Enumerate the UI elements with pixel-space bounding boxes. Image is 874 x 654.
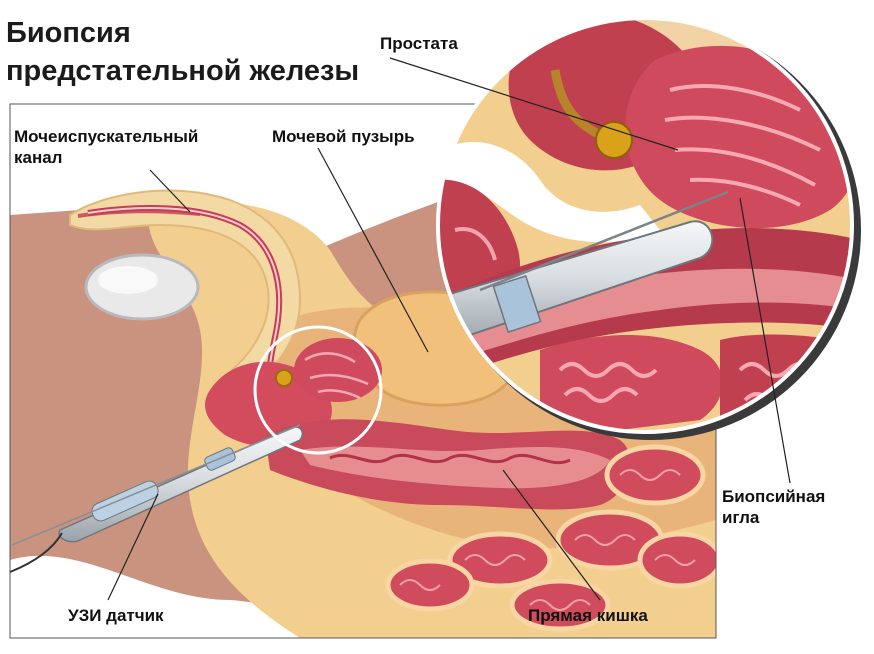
label-rectum: Прямая кишка: [528, 606, 648, 625]
zoom-prostate: [625, 45, 852, 229]
prostate-shape: [294, 338, 382, 402]
leader-lines: [107, 57, 791, 601]
label-bladder: Мочевой пузырь: [272, 127, 415, 146]
label-ultrasound-probe: УЗИ датчик: [68, 606, 164, 625]
label-biopsy-needle: Биопсийная игла: [722, 486, 825, 528]
label-biopsy-needle-line-1: Биопсийная: [722, 487, 826, 506]
zoom-source-circle: [253, 325, 383, 455]
intestines: [385, 444, 716, 632]
label-prostate: Простата: [380, 34, 458, 53]
ultrasound-probe: [9, 424, 304, 573]
label-urethra-line-1: Мочеиспускательный: [14, 127, 199, 146]
label-biopsy-needle-line-2: игла: [722, 508, 760, 527]
zoom-needle: [479, 190, 729, 292]
page-title: Биопсия предстательной железы: [6, 14, 359, 90]
label-urethra: Мочеиспускательный канал: [14, 126, 198, 168]
label-urethra-line-2: канал: [14, 148, 63, 167]
title-line-1: Биопсия: [6, 17, 131, 49]
title-line-2: предстательной железы: [6, 55, 360, 87]
zoom-probe: [438, 220, 714, 347]
